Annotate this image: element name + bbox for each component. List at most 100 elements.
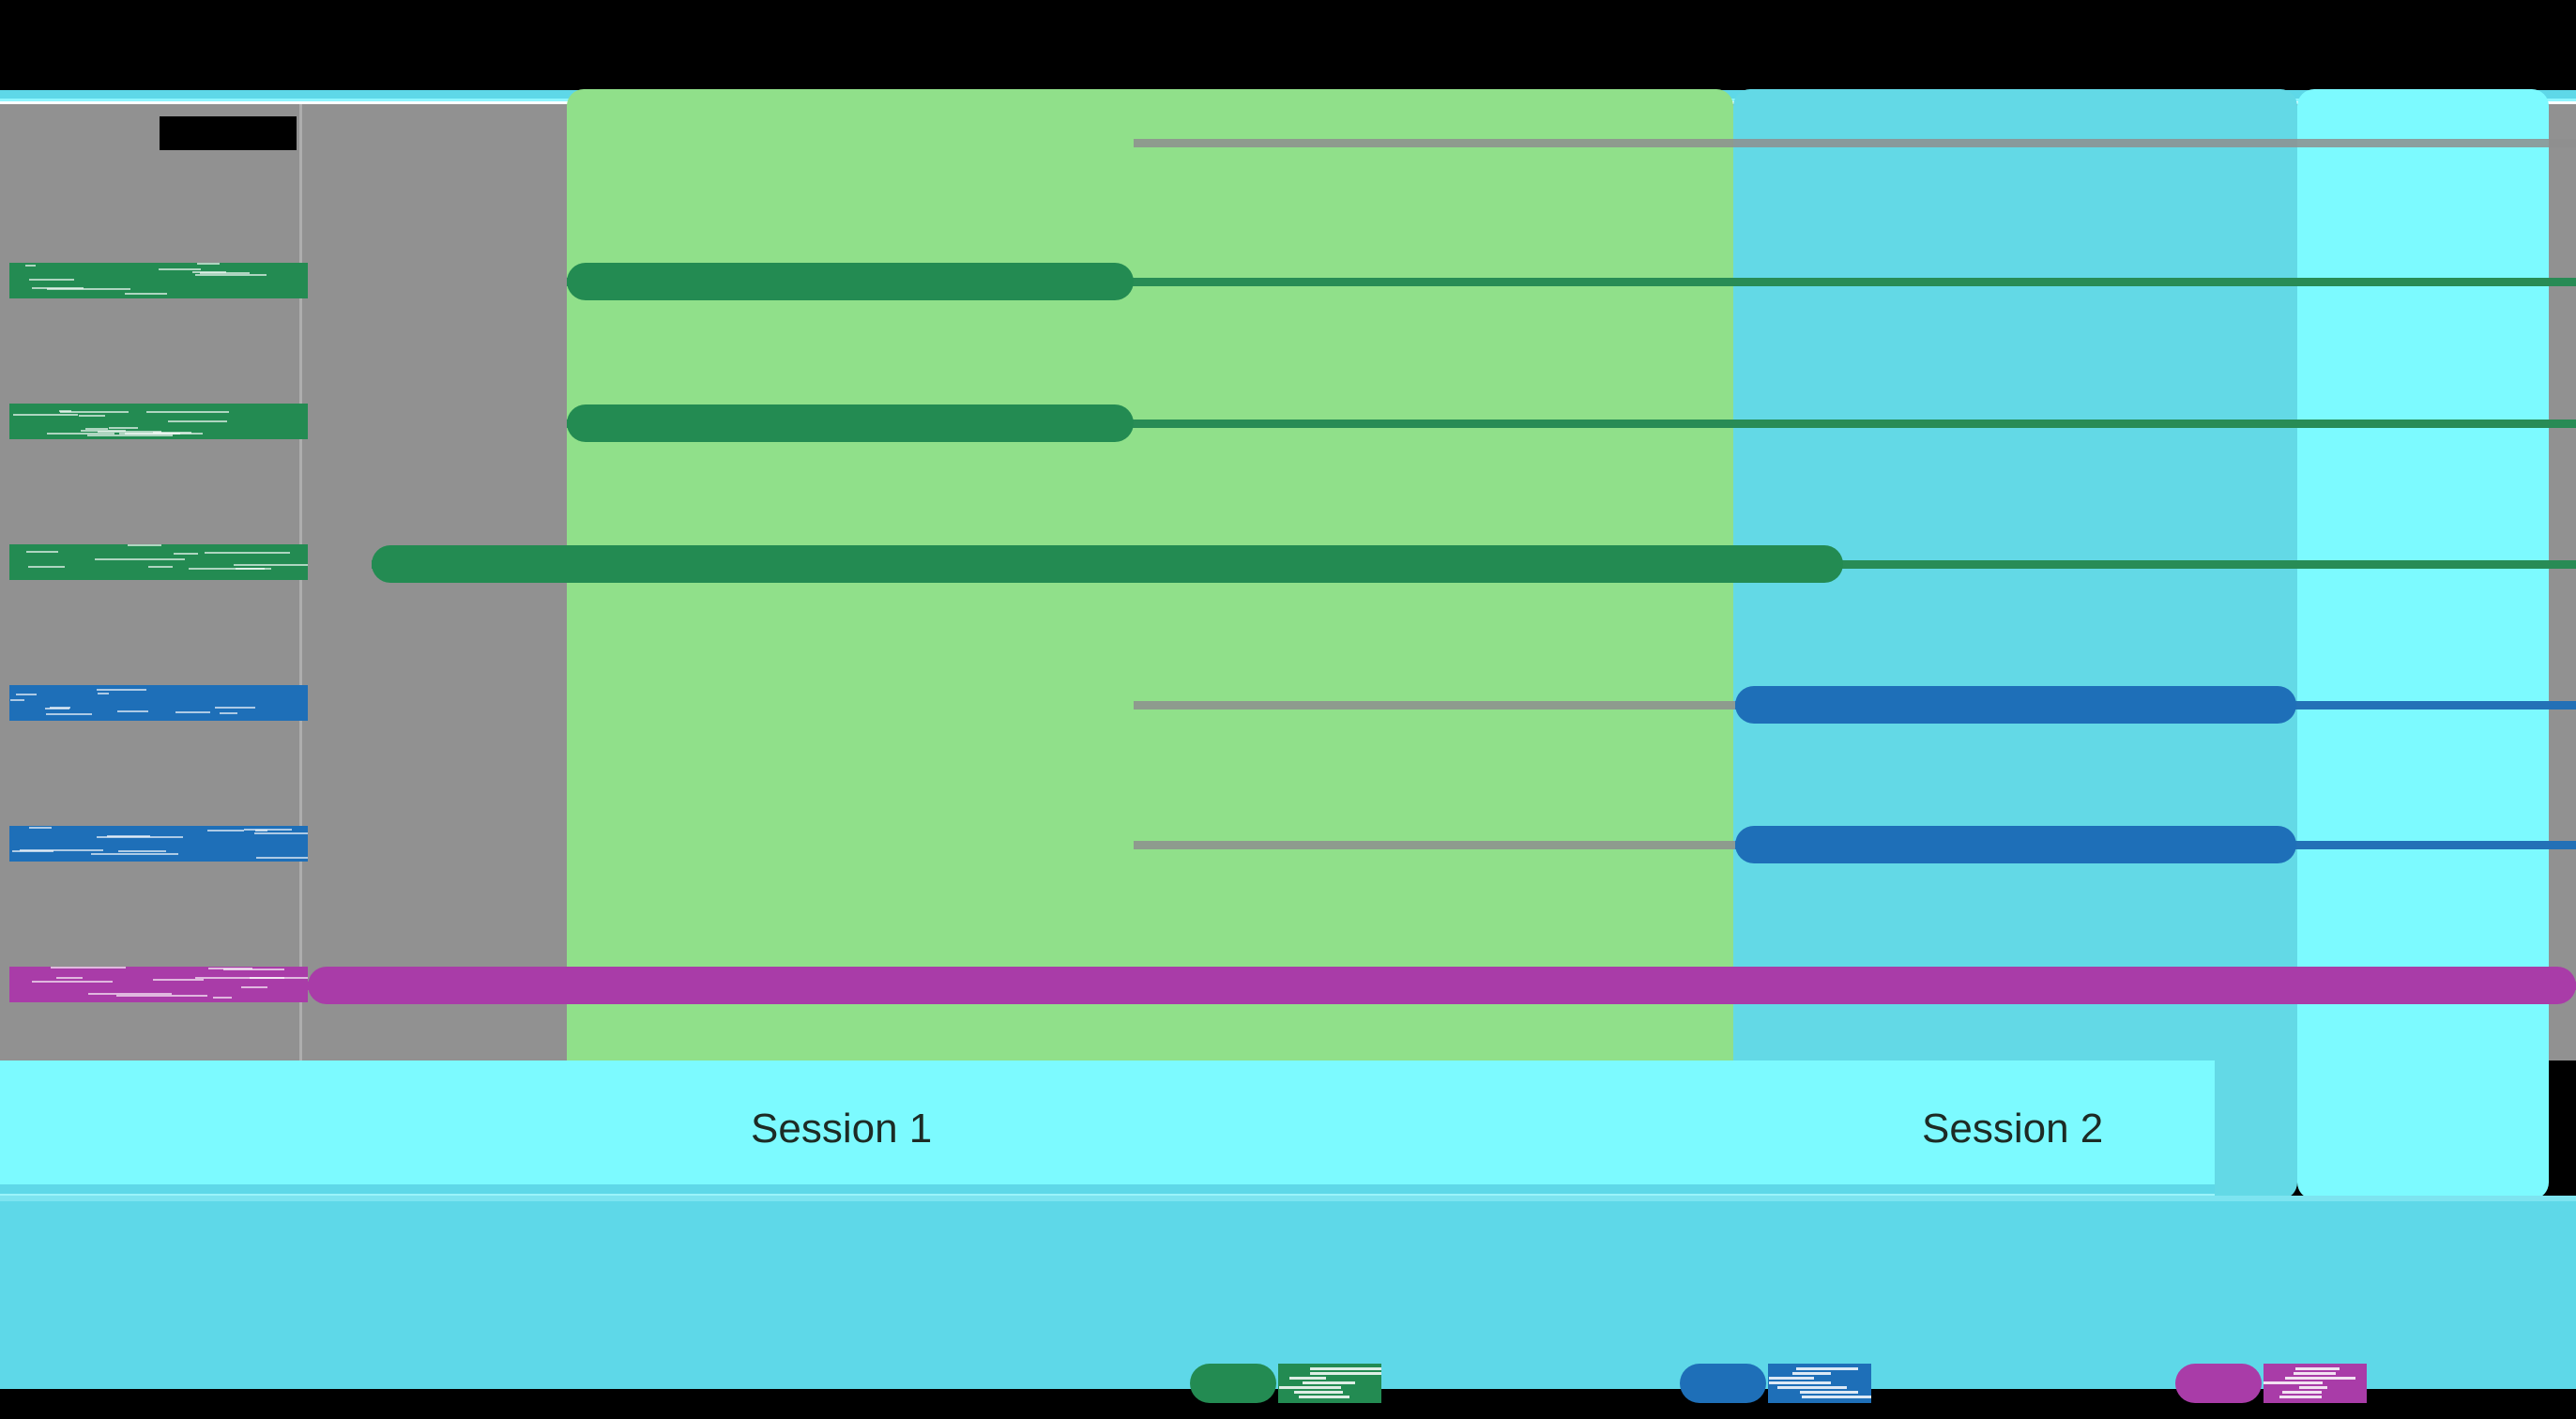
redaction-streak — [10, 699, 24, 701]
redaction-streak — [116, 995, 207, 997]
redaction-streak — [47, 288, 130, 290]
redaction-streak — [29, 279, 74, 281]
redaction-streak — [223, 969, 284, 970]
redaction-streak — [56, 977, 83, 979]
redaction-streak — [16, 694, 37, 695]
redaction-streak — [60, 411, 129, 413]
legend-item-magenta-label-redacted — [2264, 1364, 2367, 1403]
legend-item-green-swatch — [1190, 1364, 1276, 1403]
x-axis-left-block — [0, 1060, 2215, 1196]
redaction-streak — [29, 827, 52, 829]
redaction-streak — [1299, 1396, 1349, 1398]
session-band-session-1 — [567, 89, 1733, 1199]
redaction-streak — [117, 710, 148, 712]
redaction-streak — [146, 411, 229, 413]
redaction-streak — [1800, 1391, 1858, 1394]
redaction-streak — [250, 977, 308, 979]
redaction-streak — [241, 986, 267, 988]
redaction-streak — [118, 850, 166, 852]
redaction-streak — [255, 830, 267, 832]
redaction-streak — [244, 829, 292, 831]
redaction-streak — [234, 564, 308, 566]
redaction-streak — [50, 707, 70, 709]
chart-title-redacted — [160, 116, 297, 150]
redaction-streak — [91, 853, 178, 855]
redaction-streak — [1279, 1386, 1341, 1389]
legend-item-blue[interactable] — [1680, 1363, 1871, 1404]
redaction-streak — [195, 274, 267, 276]
redaction-streak — [109, 427, 138, 429]
legend-item-green-label-redacted — [1278, 1364, 1381, 1403]
y-axis-divider — [299, 104, 302, 1060]
redaction-streak — [2285, 1377, 2355, 1380]
y-axis-tick-label-0 — [9, 263, 308, 298]
legend-item-magenta-swatch — [2175, 1364, 2262, 1403]
redaction-streak — [85, 428, 108, 430]
gantt-bar[interactable] — [567, 263, 1134, 300]
redaction-streak — [2279, 1396, 2322, 1398]
redaction-streak — [87, 435, 173, 436]
redaction-streak — [1310, 1372, 1381, 1375]
redaction-streak — [1802, 1396, 1871, 1398]
redaction-streak — [1303, 1381, 1355, 1384]
redaction-streak — [1769, 1377, 1814, 1380]
gantt-bar[interactable] — [372, 545, 1843, 583]
redaction-streak — [2264, 1381, 2323, 1384]
gantt-bar[interactable] — [308, 967, 2576, 1004]
redaction-streak — [12, 850, 53, 852]
y-axis-tick-label-4 — [9, 826, 308, 862]
session-band-session-2 — [1733, 89, 2297, 1199]
redaction-streak — [1310, 1367, 1381, 1370]
redaction-streak — [32, 981, 113, 983]
legend-item-blue-swatch — [1680, 1364, 1766, 1403]
redaction-streak — [98, 693, 109, 694]
redaction-streak — [47, 433, 114, 435]
session-label-session-2: Session 2 — [1922, 1106, 2103, 1152]
redaction-streak — [2294, 1372, 2336, 1375]
redaction-streak — [153, 979, 204, 981]
redaction-streak — [25, 265, 36, 267]
redaction-streak — [197, 263, 220, 265]
redaction-streak — [148, 566, 173, 568]
redaction-streak — [207, 830, 244, 832]
redaction-streak — [2295, 1367, 2340, 1370]
legend-item-magenta[interactable] — [2175, 1363, 2367, 1404]
redaction-streak — [1777, 1386, 1847, 1389]
redaction-streak — [189, 568, 265, 570]
redaction-streak — [13, 414, 78, 416]
redaction-streak — [205, 552, 290, 554]
redaction-streak — [97, 836, 183, 838]
session-band-session-3 — [2297, 89, 2549, 1199]
y-axis-tick-label-3 — [9, 685, 308, 721]
redaction-streak — [2299, 1386, 2327, 1389]
redaction-streak — [2282, 1391, 2322, 1394]
redaction-streak — [1769, 1381, 1831, 1384]
x-axis-left-block-edge — [0, 1184, 2215, 1194]
gantt-bar[interactable] — [1735, 686, 2296, 724]
redaction-streak — [98, 431, 161, 433]
redaction-streak — [168, 420, 227, 422]
redaction-streak — [97, 689, 146, 691]
redaction-streak — [46, 713, 92, 715]
redaction-streak — [128, 544, 161, 546]
gridline-row-0 — [1134, 139, 2576, 147]
redaction-streak — [174, 553, 198, 555]
y-axis-tick-label-1 — [9, 404, 308, 439]
redaction-streak — [125, 293, 167, 295]
gantt-bar[interactable] — [1735, 826, 2296, 863]
session-label-session-1: Session 1 — [751, 1106, 932, 1152]
redaction-streak — [254, 832, 308, 834]
redaction-streak — [159, 268, 201, 270]
gantt-bar[interactable] — [567, 404, 1134, 442]
redaction-streak — [28, 566, 65, 568]
chart-legend — [0, 1363, 2576, 1419]
footer-band — [0, 1201, 2576, 1389]
redaction-streak — [1294, 1391, 1343, 1394]
redaction-streak — [213, 997, 232, 999]
legend-item-green[interactable] — [1190, 1363, 1381, 1404]
redaction-streak — [215, 707, 255, 709]
redaction-streak — [79, 415, 105, 417]
y-axis-tick-label-5 — [9, 967, 308, 1002]
redaction-streak — [51, 967, 126, 969]
